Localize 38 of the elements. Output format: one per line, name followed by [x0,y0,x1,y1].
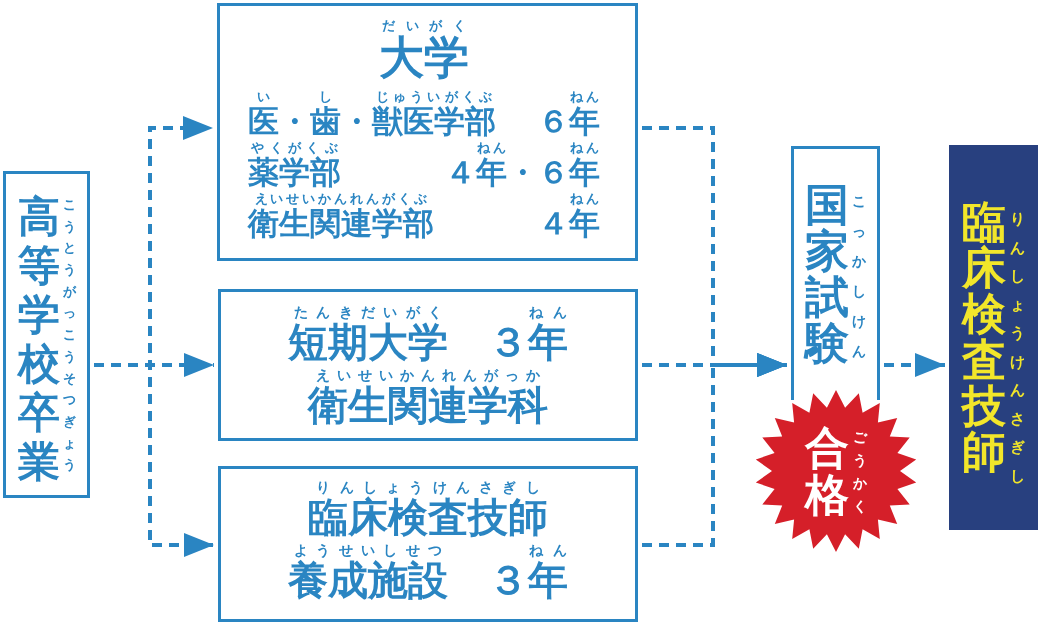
vertical-label: 合格 [805,424,849,518]
furigana: い [256,90,271,103]
furigana: し [318,90,333,103]
furigana: りんしょうけんさぎし [1010,209,1025,487]
furigana: ねん [529,305,567,319]
furigana: ねん [570,192,599,205]
duration-text: ６年 [538,106,600,137]
vertical-label: 国家試験 [805,182,849,366]
qualification-box [949,145,1038,530]
duration-text: ４年・６年 [445,157,600,188]
duration-text: ４年 [538,208,600,239]
course-name: 臨床検査技師 [308,497,548,537]
program-box [218,466,638,622]
vertical-label: 臨床検査技師 [962,199,1006,475]
start-box [3,171,90,498]
furigana: こっかしけん [852,192,866,361]
furigana: えいせいかんれんがくぶ [254,192,428,205]
dashed-arrow [94,363,214,557]
dashed-arrow [884,353,945,377]
furigana: ねん [529,543,567,557]
furigana: やくがくぶ [251,141,338,154]
furigana: ねん [477,141,506,154]
furigana: こうとうがっこうそつぎょう [62,196,76,475]
furigana: じゅういがくぶ [376,90,492,103]
furigana: りんしょうけんさぎし [316,480,540,494]
furigana: ねん [570,141,599,154]
program-box [217,3,638,261]
dashed-arrow [642,353,787,547]
exam-box [791,146,880,400]
furigana: ごうかく [853,428,867,516]
furigana: だいがく [382,19,466,32]
furigana: たんきだいがく [293,305,443,319]
furigana: ねん [570,90,599,103]
furigana: えいせいかんれんがっか [316,368,540,382]
vertical-label: 高等学校卒業 [17,192,60,486]
program-box [218,289,638,441]
furigana: ようせいしせつ [293,543,443,557]
course-name: 養成施設 [288,560,448,600]
